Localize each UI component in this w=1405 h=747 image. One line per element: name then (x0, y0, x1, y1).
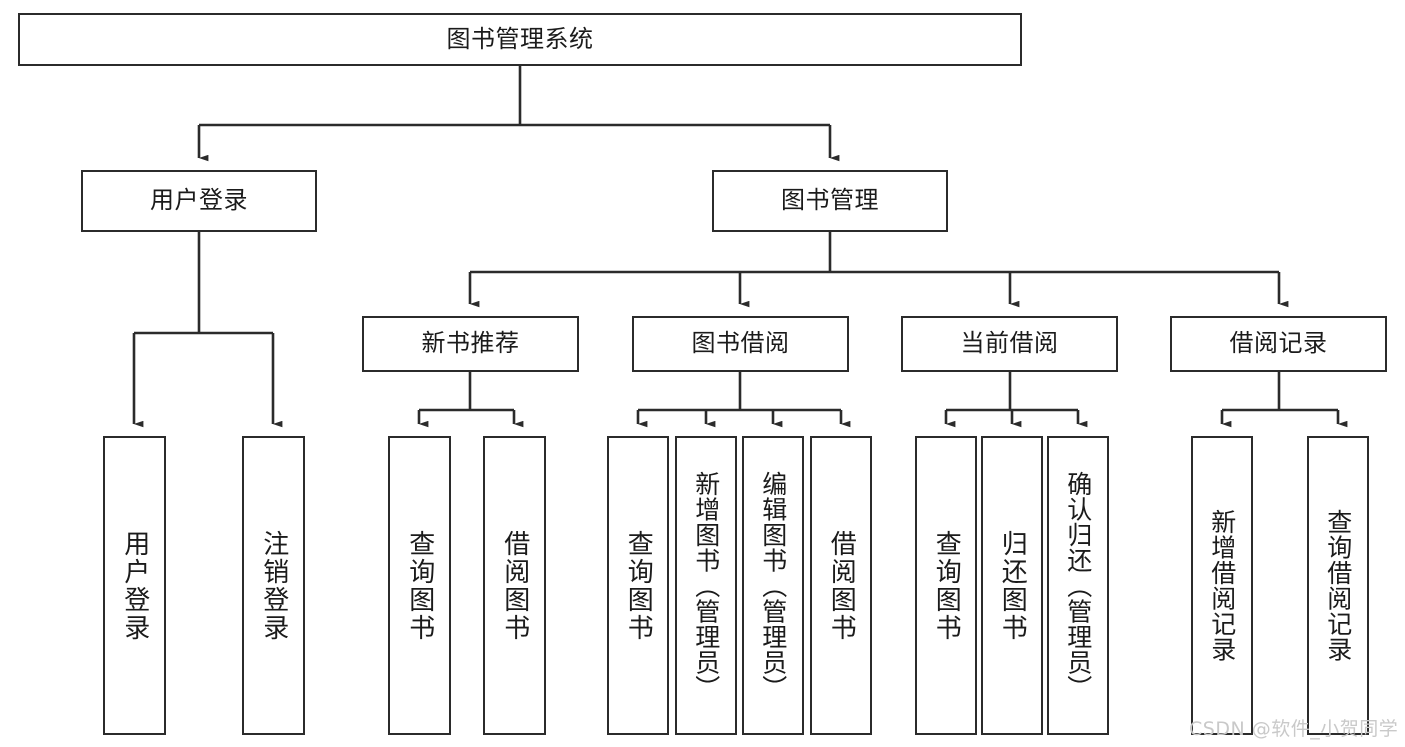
leaf-current-borrow-1-label: 查询图书 (931, 529, 962, 642)
leaf-new-book-2[interactable]: 借阅图书 (483, 436, 546, 735)
node-new-book-recommend-label: 新书推荐 (421, 329, 520, 358)
node-root[interactable]: 图书管理系统 (18, 13, 1022, 66)
node-root-label: 图书管理系统 (446, 24, 594, 53)
leaf-current-borrow-2-label: 归还图书 (997, 529, 1028, 642)
leaf-current-borrow-3[interactable]: 确认归还（管理员） (1047, 436, 1109, 735)
leaf-book-borrow-2-label: 新增图书（管理员） (691, 470, 721, 701)
leaf-book-borrow-3-label: 编辑图书（管理员） (758, 470, 788, 701)
leaf-current-borrow-2[interactable]: 归还图书 (981, 436, 1043, 735)
leaf-user-login-2[interactable]: 注销登录 (242, 436, 305, 735)
leaf-current-borrow-3-label: 确认归还（管理员） (1063, 470, 1093, 701)
leaf-user-login-1[interactable]: 用户登录 (103, 436, 166, 735)
node-user-login-label: 用户登录 (150, 186, 248, 215)
leaf-borrow-record-2[interactable]: 查询借阅记录 (1307, 436, 1369, 735)
node-book-borrow[interactable]: 图书借阅 (632, 316, 849, 372)
node-book-manage[interactable]: 图书管理 (712, 170, 948, 232)
leaf-new-book-1-label: 查询图书 (404, 529, 435, 642)
node-book-manage-label: 图书管理 (781, 186, 879, 215)
node-user-login[interactable]: 用户登录 (81, 170, 317, 232)
leaf-book-borrow-1-label: 查询图书 (623, 529, 654, 642)
leaf-new-book-1[interactable]: 查询图书 (388, 436, 451, 735)
node-current-borrow[interactable]: 当前借阅 (901, 316, 1118, 372)
leaf-book-borrow-4[interactable]: 借阅图书 (810, 436, 872, 735)
node-borrow-record-label: 借阅记录 (1229, 329, 1328, 358)
node-new-book-recommend[interactable]: 新书推荐 (362, 316, 579, 372)
leaf-borrow-record-1[interactable]: 新增借阅记录 (1191, 436, 1253, 735)
node-borrow-record[interactable]: 借阅记录 (1170, 316, 1387, 372)
leaf-user-login-2-label: 注销登录 (258, 529, 289, 642)
node-book-borrow-label: 图书借阅 (691, 329, 790, 358)
leaf-current-borrow-1[interactable]: 查询图书 (915, 436, 977, 735)
leaf-book-borrow-3[interactable]: 编辑图书（管理员） (742, 436, 804, 735)
leaf-book-borrow-1[interactable]: 查询图书 (607, 436, 669, 735)
node-current-borrow-label: 当前借阅 (960, 329, 1059, 358)
leaf-new-book-2-label: 借阅图书 (499, 529, 530, 642)
leaf-book-borrow-4-label: 借阅图书 (826, 529, 857, 642)
leaf-book-borrow-2[interactable]: 新增图书（管理员） (675, 436, 737, 735)
leaf-borrow-record-2-label: 查询借阅记录 (1323, 509, 1353, 662)
leaf-borrow-record-1-label: 新增借阅记录 (1207, 509, 1237, 662)
leaf-user-login-1-label: 用户登录 (119, 529, 150, 642)
